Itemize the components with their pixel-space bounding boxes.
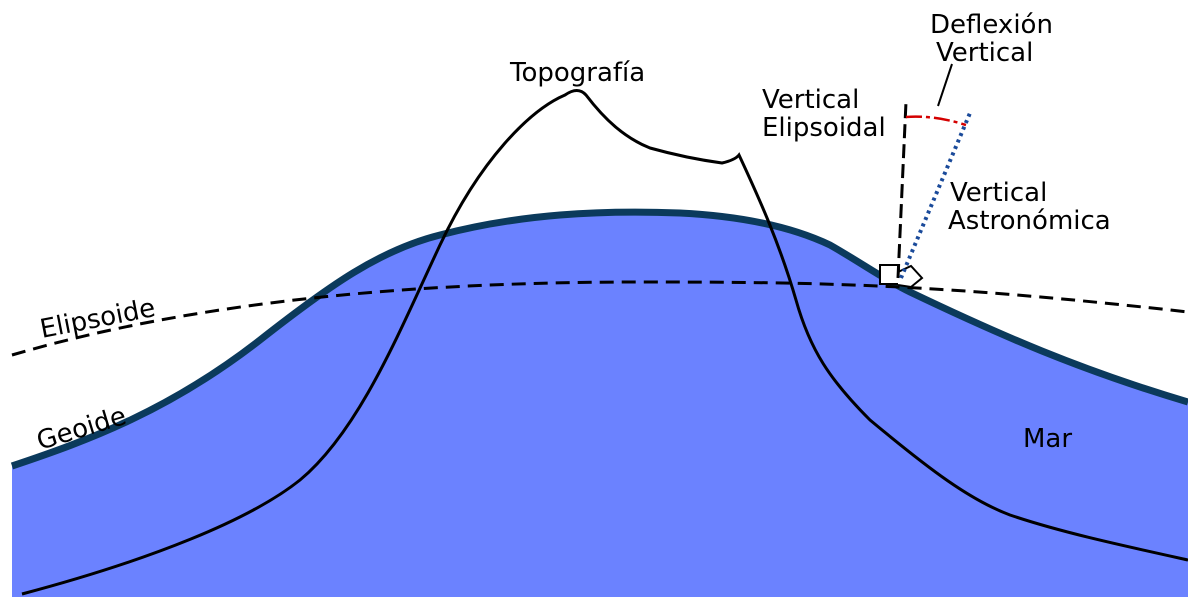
deflection-leader-line <box>937 63 953 107</box>
deflection-arc <box>905 115 967 127</box>
vertical-deflection-label-line1: Deflexión <box>930 10 1053 40</box>
astronomic-vertical-line <box>899 112 972 279</box>
ellipsoidal-vertical-label-line2: Elipsoidal <box>762 113 886 143</box>
ellipsoidal-vertical-label-line1: Vertical <box>762 85 859 115</box>
right-angle-marker <box>879 264 900 285</box>
topography-line <box>21 89 1188 596</box>
sea-label: Mar <box>1023 424 1072 454</box>
ellipsoidal-vertical-label: Vertical Elipsoidal <box>762 85 886 143</box>
ellipsoidal-vertical-line <box>896 101 908 279</box>
geoid-line <box>10 208 1188 470</box>
vertical-deflection-label-line2: Vertical <box>936 38 1033 68</box>
topography-label: Topografía <box>509 58 645 88</box>
astronomic-vertical-label-line1: Vertical <box>950 178 1047 208</box>
ellipsoid-label: Elipsoide <box>38 293 158 345</box>
ellipsoid-line <box>11 280 1188 357</box>
astronomic-vertical-label-line2: Astronómica <box>948 206 1111 236</box>
astronomic-vertical-label: Vertical Astronómica <box>948 178 1111 236</box>
vertical-deflection-label: Deflexión Vertical <box>930 10 1061 68</box>
